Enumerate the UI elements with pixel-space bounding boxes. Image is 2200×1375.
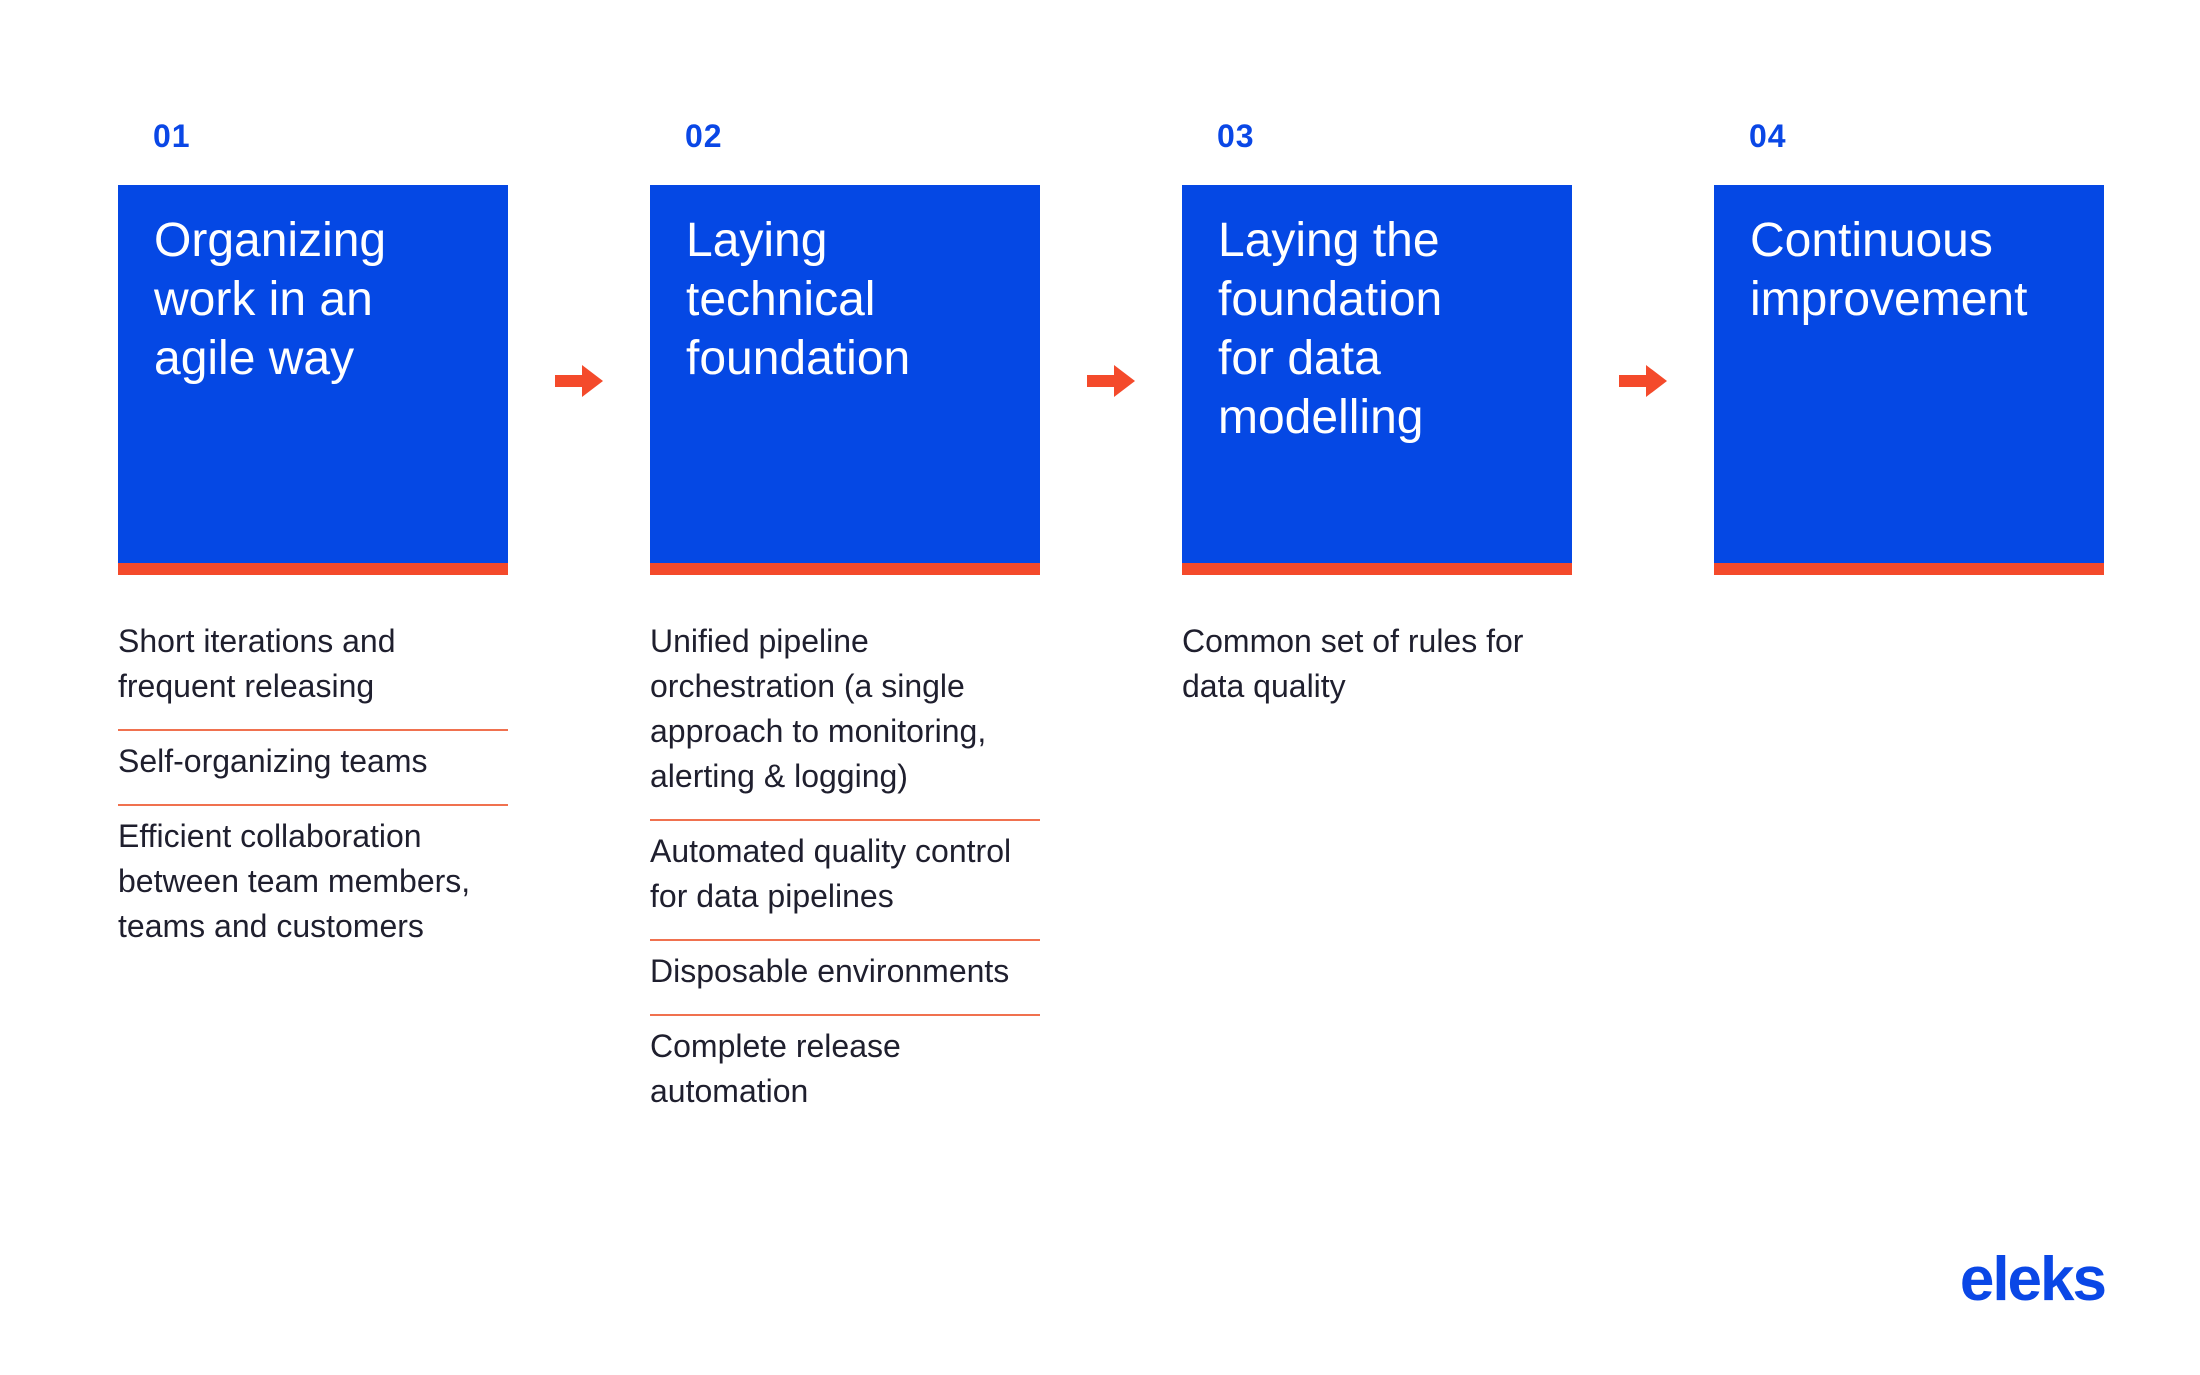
- step-item: Efficient collaboration between team mem…: [118, 818, 471, 944]
- eleks-logo: eleks: [1959, 1245, 2107, 1314]
- step-item-list: Short iterations and frequent releasing …: [118, 611, 508, 969]
- step-card: Laying technical foundation: [650, 185, 1040, 575]
- step-title: Organizing work in an agile way: [154, 214, 387, 385]
- step-2: 02 Laying technical foundation Unified p…: [650, 118, 1040, 1134]
- step-item: Unified pipeline orchestration (a single…: [650, 611, 1040, 821]
- step-title: Continuous improvement: [1750, 214, 2028, 326]
- step-card: Laying the foundation for data modelling: [1182, 185, 1572, 575]
- step-number: 01: [153, 118, 191, 154]
- arrow-right-icon: [1619, 365, 1667, 397]
- step-3: 03 Laying the foundation for data modell…: [1182, 118, 1572, 729]
- step-card: Organizing work in an agile way: [118, 185, 508, 575]
- step-item: Common set of rules for data quality: [1182, 623, 1524, 704]
- step-number: 03: [1217, 118, 1255, 154]
- step-number: 02: [685, 118, 723, 154]
- step-card: Continuous improvement: [1714, 185, 2104, 575]
- step-item-list: Common set of rules for data quality: [1182, 611, 1572, 729]
- arrow-right-icon: [1087, 365, 1135, 397]
- step-item: Disposable environments: [650, 941, 1040, 1016]
- step-number: 04: [1749, 118, 1787, 154]
- step-4: 04 Continuous improvement: [1714, 118, 2104, 575]
- step-title: Laying the foundation for data modelling: [1218, 214, 1443, 444]
- step-item: Self-organizing teams: [118, 731, 508, 806]
- step-1: 01 Organizing work in an agile way Short…: [118, 118, 508, 969]
- step-item-list: Unified pipeline orchestration (a single…: [650, 611, 1040, 1134]
- arrow-right-icon: [555, 365, 603, 397]
- step-item: Complete release automation: [650, 1028, 901, 1109]
- step-item: Automated quality control for data pipel…: [650, 821, 1040, 941]
- step-title: Laying technical foundation: [686, 214, 911, 385]
- step-item: Short iterations and frequent releasing: [118, 611, 508, 731]
